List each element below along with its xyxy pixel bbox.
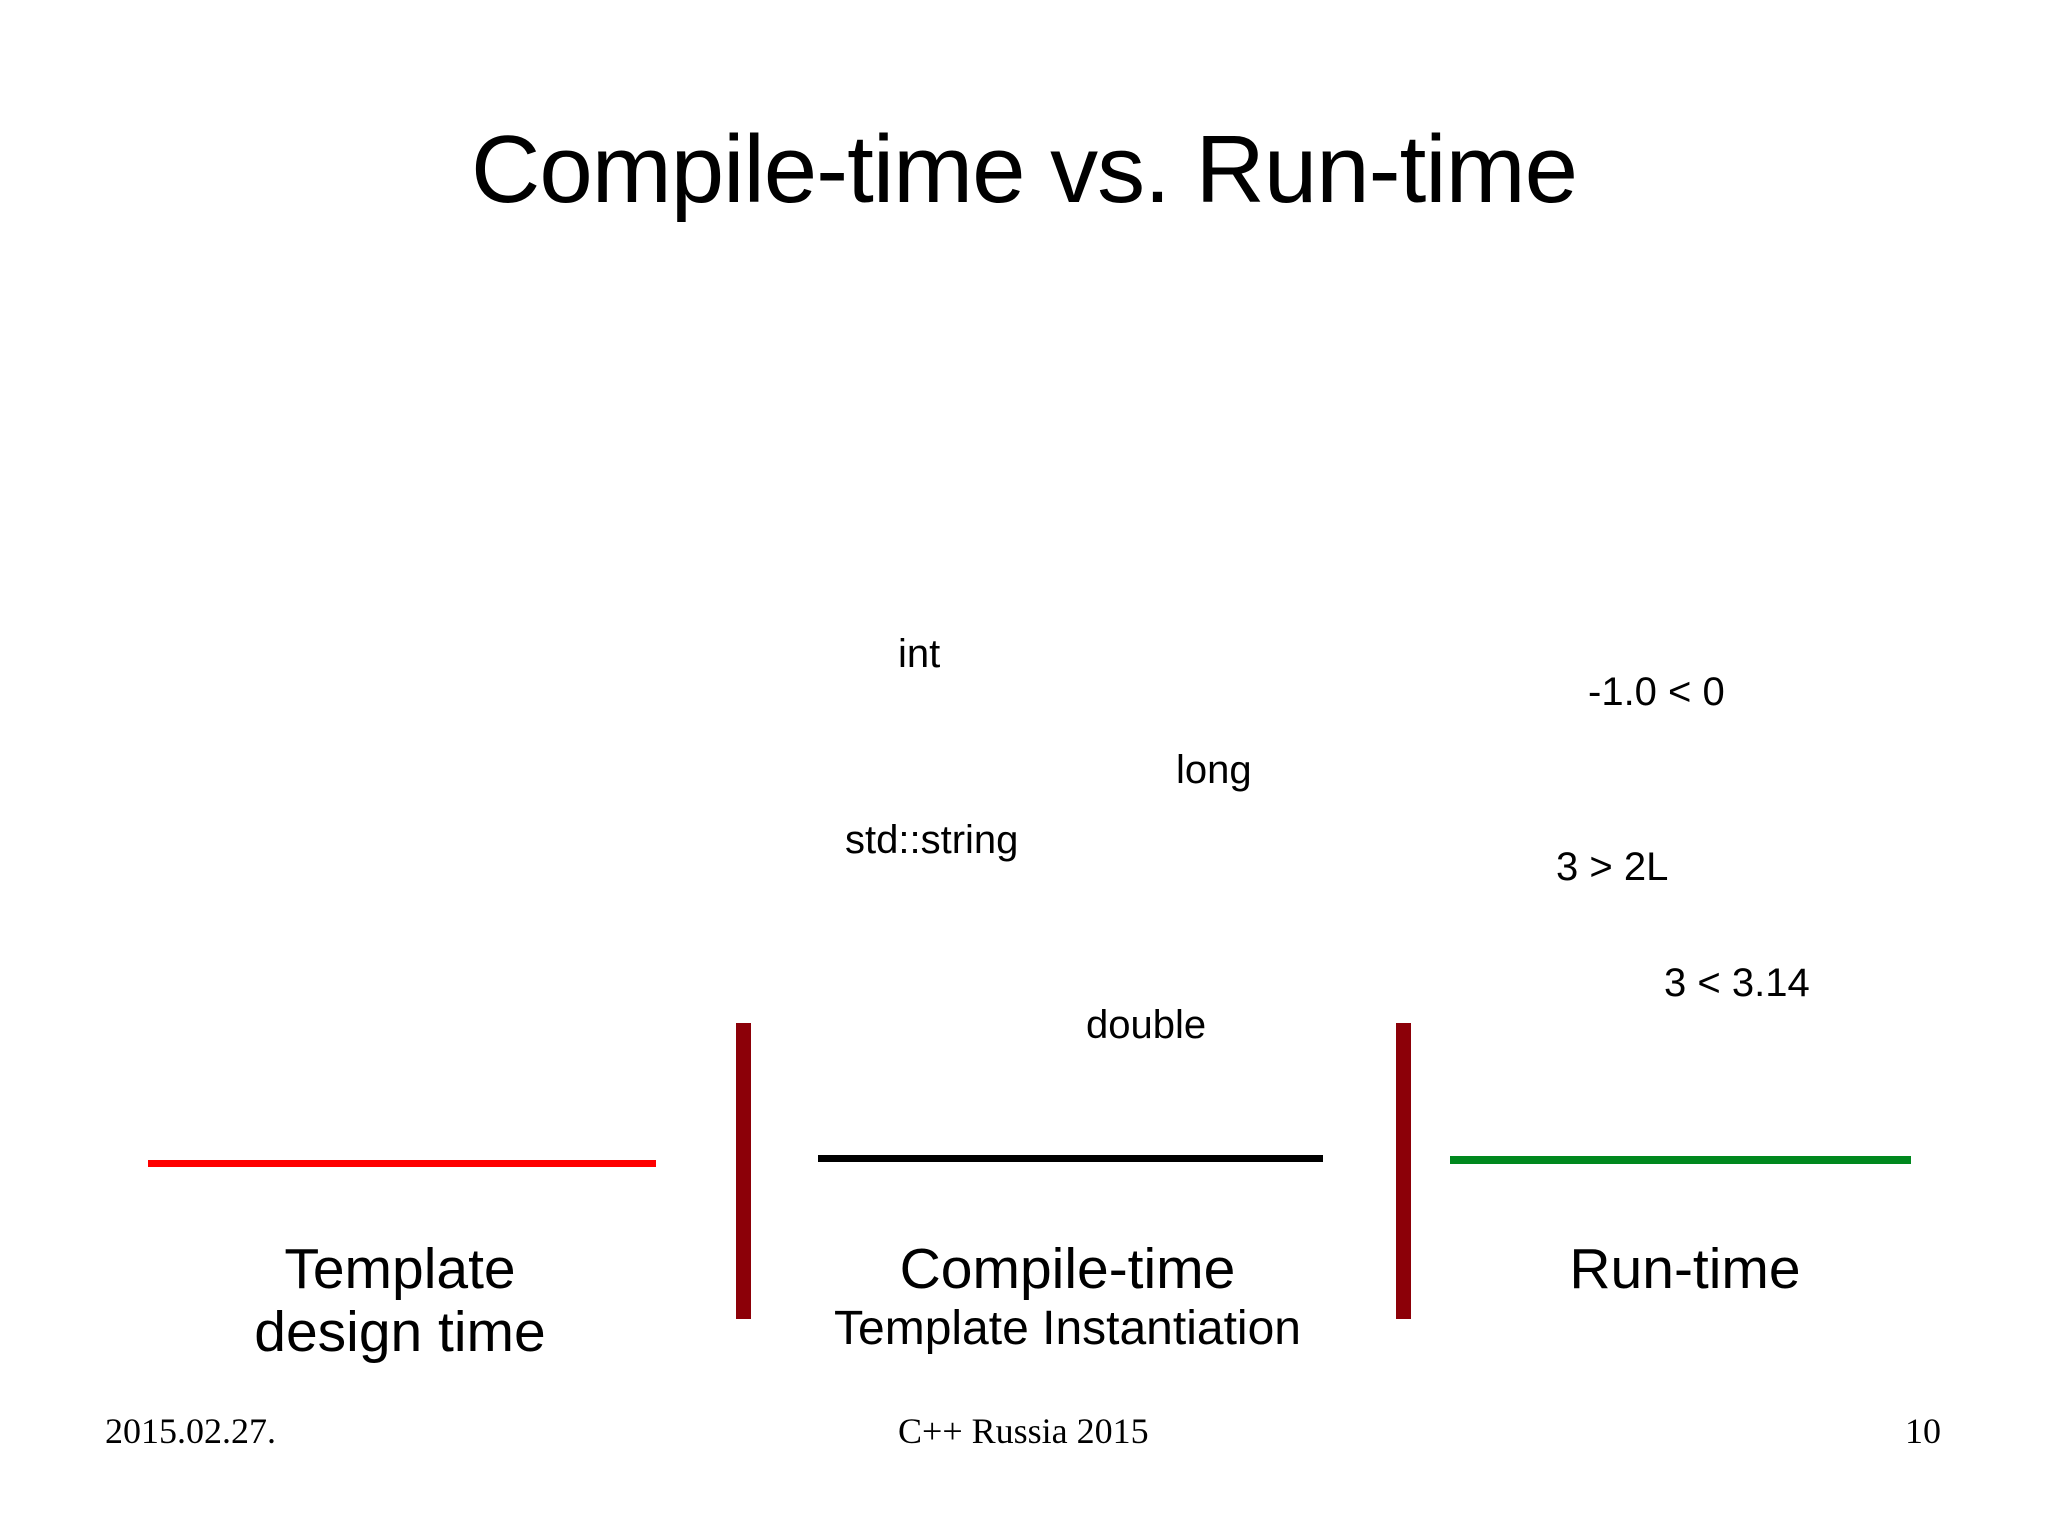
caption-run-time: Run-time [1569,1237,1801,1301]
caption-template-design-time-line-1: Template [284,1237,516,1301]
run-time-rule [1450,1156,1911,1164]
expression-label-neg-one-lt-zero: -1.0 < 0 [1588,670,1725,714]
caption-template-design-time-line-2: design time [254,1299,546,1364]
template-design-time-rule [148,1160,656,1167]
footer-page-number: 10 [1905,1411,1941,1451]
divider-bar-right [1396,1023,1411,1319]
type-label-long: long [1176,748,1252,792]
caption-template-design-time: Template design time [120,1238,680,1363]
type-label-int: int [898,632,941,676]
footer-event-name: C++ Russia 2015 [898,1411,1149,1451]
caption-compile-time-main: Compile-time [899,1237,1236,1301]
type-label-double: double [1086,1003,1207,1047]
expression-label-three-gt-two-l: 3 > 2L [1556,845,1669,889]
divider-bar-left [736,1023,751,1319]
type-label-std-string: std::string [845,818,1019,862]
compile-time-rule [818,1155,1323,1162]
expression-label-three-lt-pi: 3 < 3.14 [1664,961,1810,1005]
caption-compile-time: Compile-time Template Instantiation [760,1238,1375,1355]
page-title: Compile-time vs. Run-time [471,116,1578,223]
footer-date: 2015.02.27. [105,1411,276,1451]
caption-compile-time-sub: Template Instantiation [834,1301,1301,1355]
